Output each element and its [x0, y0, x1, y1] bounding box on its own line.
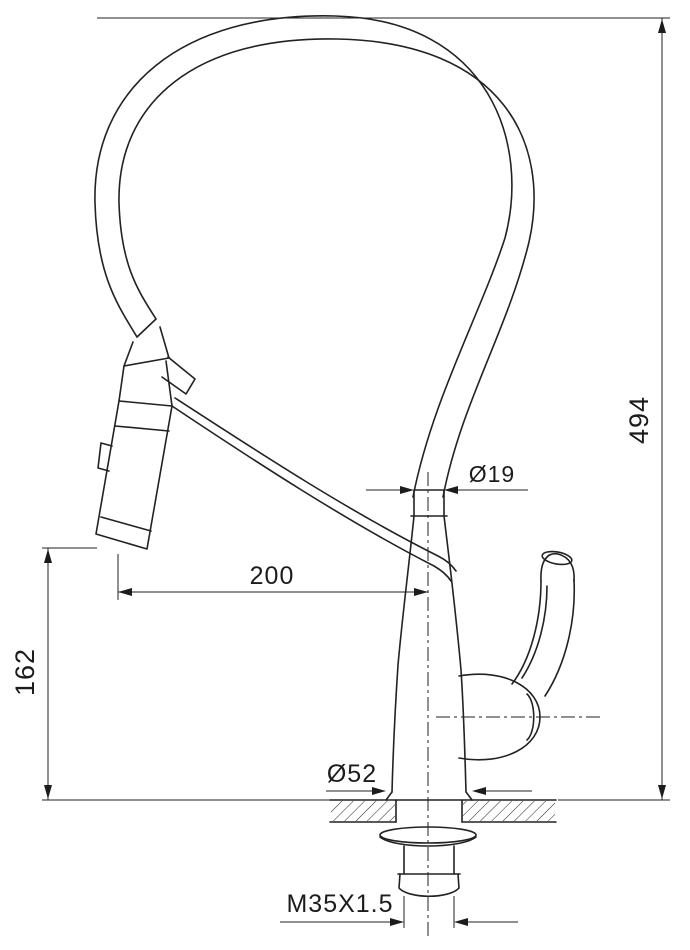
faucet-outline	[94, 15, 604, 940]
arrowhead-up	[44, 549, 52, 563]
arrowhead-left	[454, 918, 468, 926]
dimension-reach: 200	[117, 554, 428, 600]
dim-mount-thread-label: M35X1.5	[286, 890, 393, 918]
base-flange	[385, 791, 473, 801]
arrowhead-left	[472, 787, 486, 795]
lever-tip	[541, 550, 573, 566]
collar-upper	[123, 326, 170, 367]
lever-inner-edge	[511, 580, 542, 685]
spray-head-connector	[118, 326, 196, 407]
collar-lower	[118, 360, 173, 407]
dim-base-diameter-label: Ø52	[327, 760, 377, 788]
arrowhead-up	[658, 19, 666, 33]
counter-hole-edges	[395, 799, 463, 823]
dimension-overall-height: 494	[97, 17, 670, 801]
dimensions: 494 162 200 Ø19	[10, 17, 670, 928]
threaded-shank	[403, 845, 455, 875]
dock-arm-lower	[171, 405, 452, 582]
counter-hatch-left	[331, 801, 395, 821]
dimension-base-diameter: Ø52	[326, 760, 532, 795]
dim-reach-label: 200	[250, 562, 295, 590]
mount-washer-lower	[379, 836, 477, 847]
dimension-mount-thread: M35X1.5	[280, 890, 518, 928]
dim-overall-height-label: 494	[624, 396, 654, 444]
handle-cap-inner	[526, 693, 535, 741]
hose-outer-curve	[94, 15, 513, 498]
spray-head-face	[100, 516, 152, 532]
countertop	[329, 799, 557, 823]
lever-inner-line	[521, 585, 548, 679]
arrowhead-right	[372, 787, 386, 795]
dock-arm-upper	[174, 397, 457, 572]
hose-end-cap	[136, 318, 157, 338]
dim-hose-diameter-label: Ø19	[469, 461, 515, 487]
counter-hatch-right	[463, 801, 555, 821]
arrowhead-left	[444, 486, 458, 494]
lever-outer-edge	[544, 579, 576, 697]
dimension-outlet-height: 162	[10, 547, 330, 801]
arrowhead-right	[390, 918, 404, 926]
dim-outlet-height-label: 162	[10, 648, 40, 696]
spray-head-button	[97, 442, 113, 472]
arrowhead-right	[414, 588, 428, 596]
spray-head-body	[95, 400, 173, 550]
dock-clip	[161, 356, 196, 395]
faucet-body	[385, 489, 473, 801]
arrowhead-down	[658, 785, 666, 799]
handle	[458, 550, 576, 761]
body-left-edge	[391, 515, 415, 793]
spout-pipe	[410, 489, 448, 517]
spray-head	[95, 400, 173, 550]
lock-nut	[398, 873, 460, 897]
arrowhead-right	[400, 486, 414, 494]
body-right-edge	[443, 515, 467, 793]
lever-top	[540, 552, 575, 582]
spray-head-seam	[114, 425, 170, 432]
arrowhead-down	[44, 785, 52, 799]
hose-inner-curve	[118, 38, 535, 498]
dimension-hose-diameter: Ø19	[366, 461, 528, 494]
arrowhead-left	[118, 588, 132, 596]
